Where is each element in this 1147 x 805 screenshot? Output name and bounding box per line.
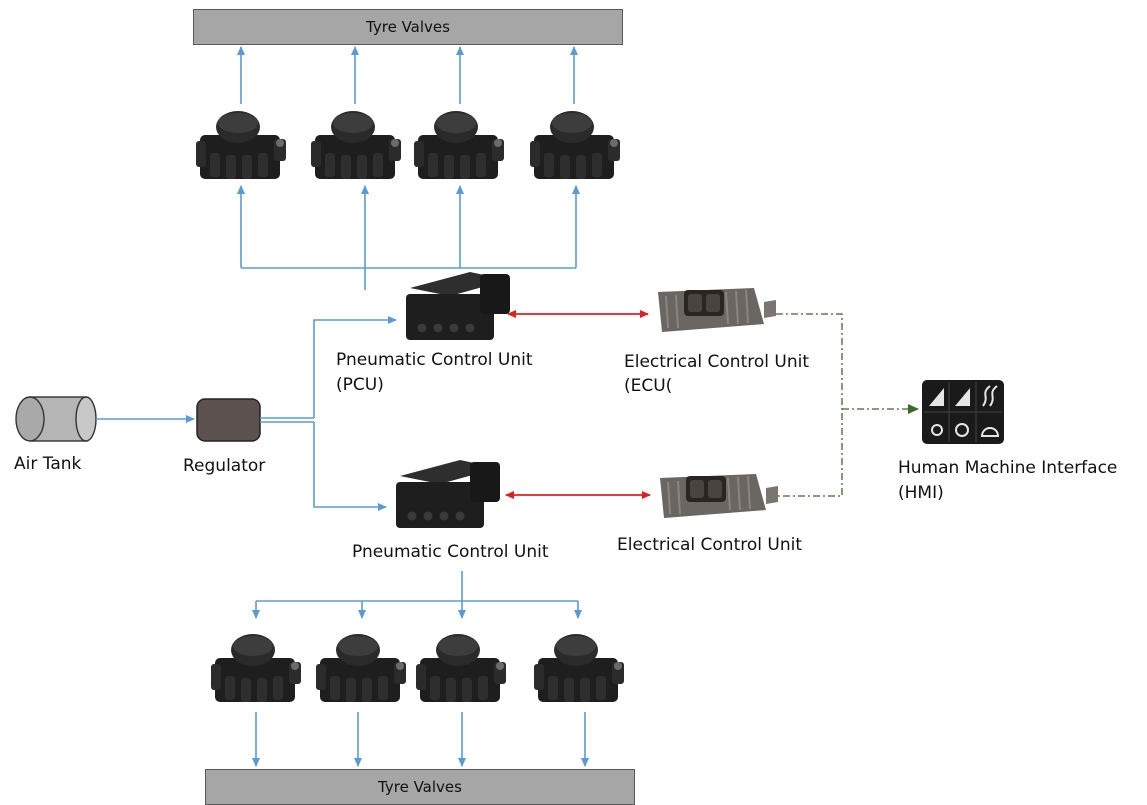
bottom-valve-2: [316, 634, 406, 702]
top-distribution-lines: [237, 46, 580, 290]
hmi-panel: [922, 380, 1004, 444]
electrical-links: [505, 310, 651, 499]
ecu-top-label-line1: Electrical Control Unit: [624, 352, 809, 372]
top-valve-1: [196, 111, 286, 179]
bottom-valve-4: [534, 634, 624, 702]
top-tyre-valves-label: Tyre Valves: [366, 18, 450, 36]
pcu-top-label-line2: (PCU): [336, 375, 384, 395]
top-valve-4: [530, 111, 620, 179]
pcu-top-unit: [406, 272, 510, 340]
regulator-label: Regulator: [183, 456, 266, 476]
regulator-box: [196, 398, 261, 442]
top-valve-3: [414, 111, 504, 179]
top-valve-2: [311, 111, 401, 179]
bottom-valve-3: [416, 634, 506, 702]
supply-lines: [96, 316, 397, 511]
top-tyre-valves-bar: Tyre Valves: [193, 9, 623, 45]
bottom-tyre-valves-label: Tyre Valves: [378, 778, 462, 796]
air-tank-label: Air Tank: [14, 454, 82, 474]
air-tank: [15, 396, 97, 442]
ecu-top-unit: [657, 287, 777, 333]
hmi-label-line2: (HMI): [898, 483, 944, 503]
ecu-bottom-label: Electrical Control Unit: [617, 535, 802, 555]
ecu-top-label-line2: (ECU(: [624, 376, 673, 396]
control-links: [776, 313, 919, 497]
hmi-label-line1: Human Machine Interface: [898, 458, 1118, 478]
pcu-bottom-label: Pneumatic Control Unit: [352, 542, 549, 562]
bottom-valve-1: [211, 634, 301, 702]
bottom-distribution-lines: [252, 571, 589, 767]
pcu-top-label-line1: Pneumatic Control Unit: [336, 350, 533, 370]
pcu-bottom-unit: [396, 460, 500, 528]
ecu-bottom-unit: [659, 473, 779, 519]
